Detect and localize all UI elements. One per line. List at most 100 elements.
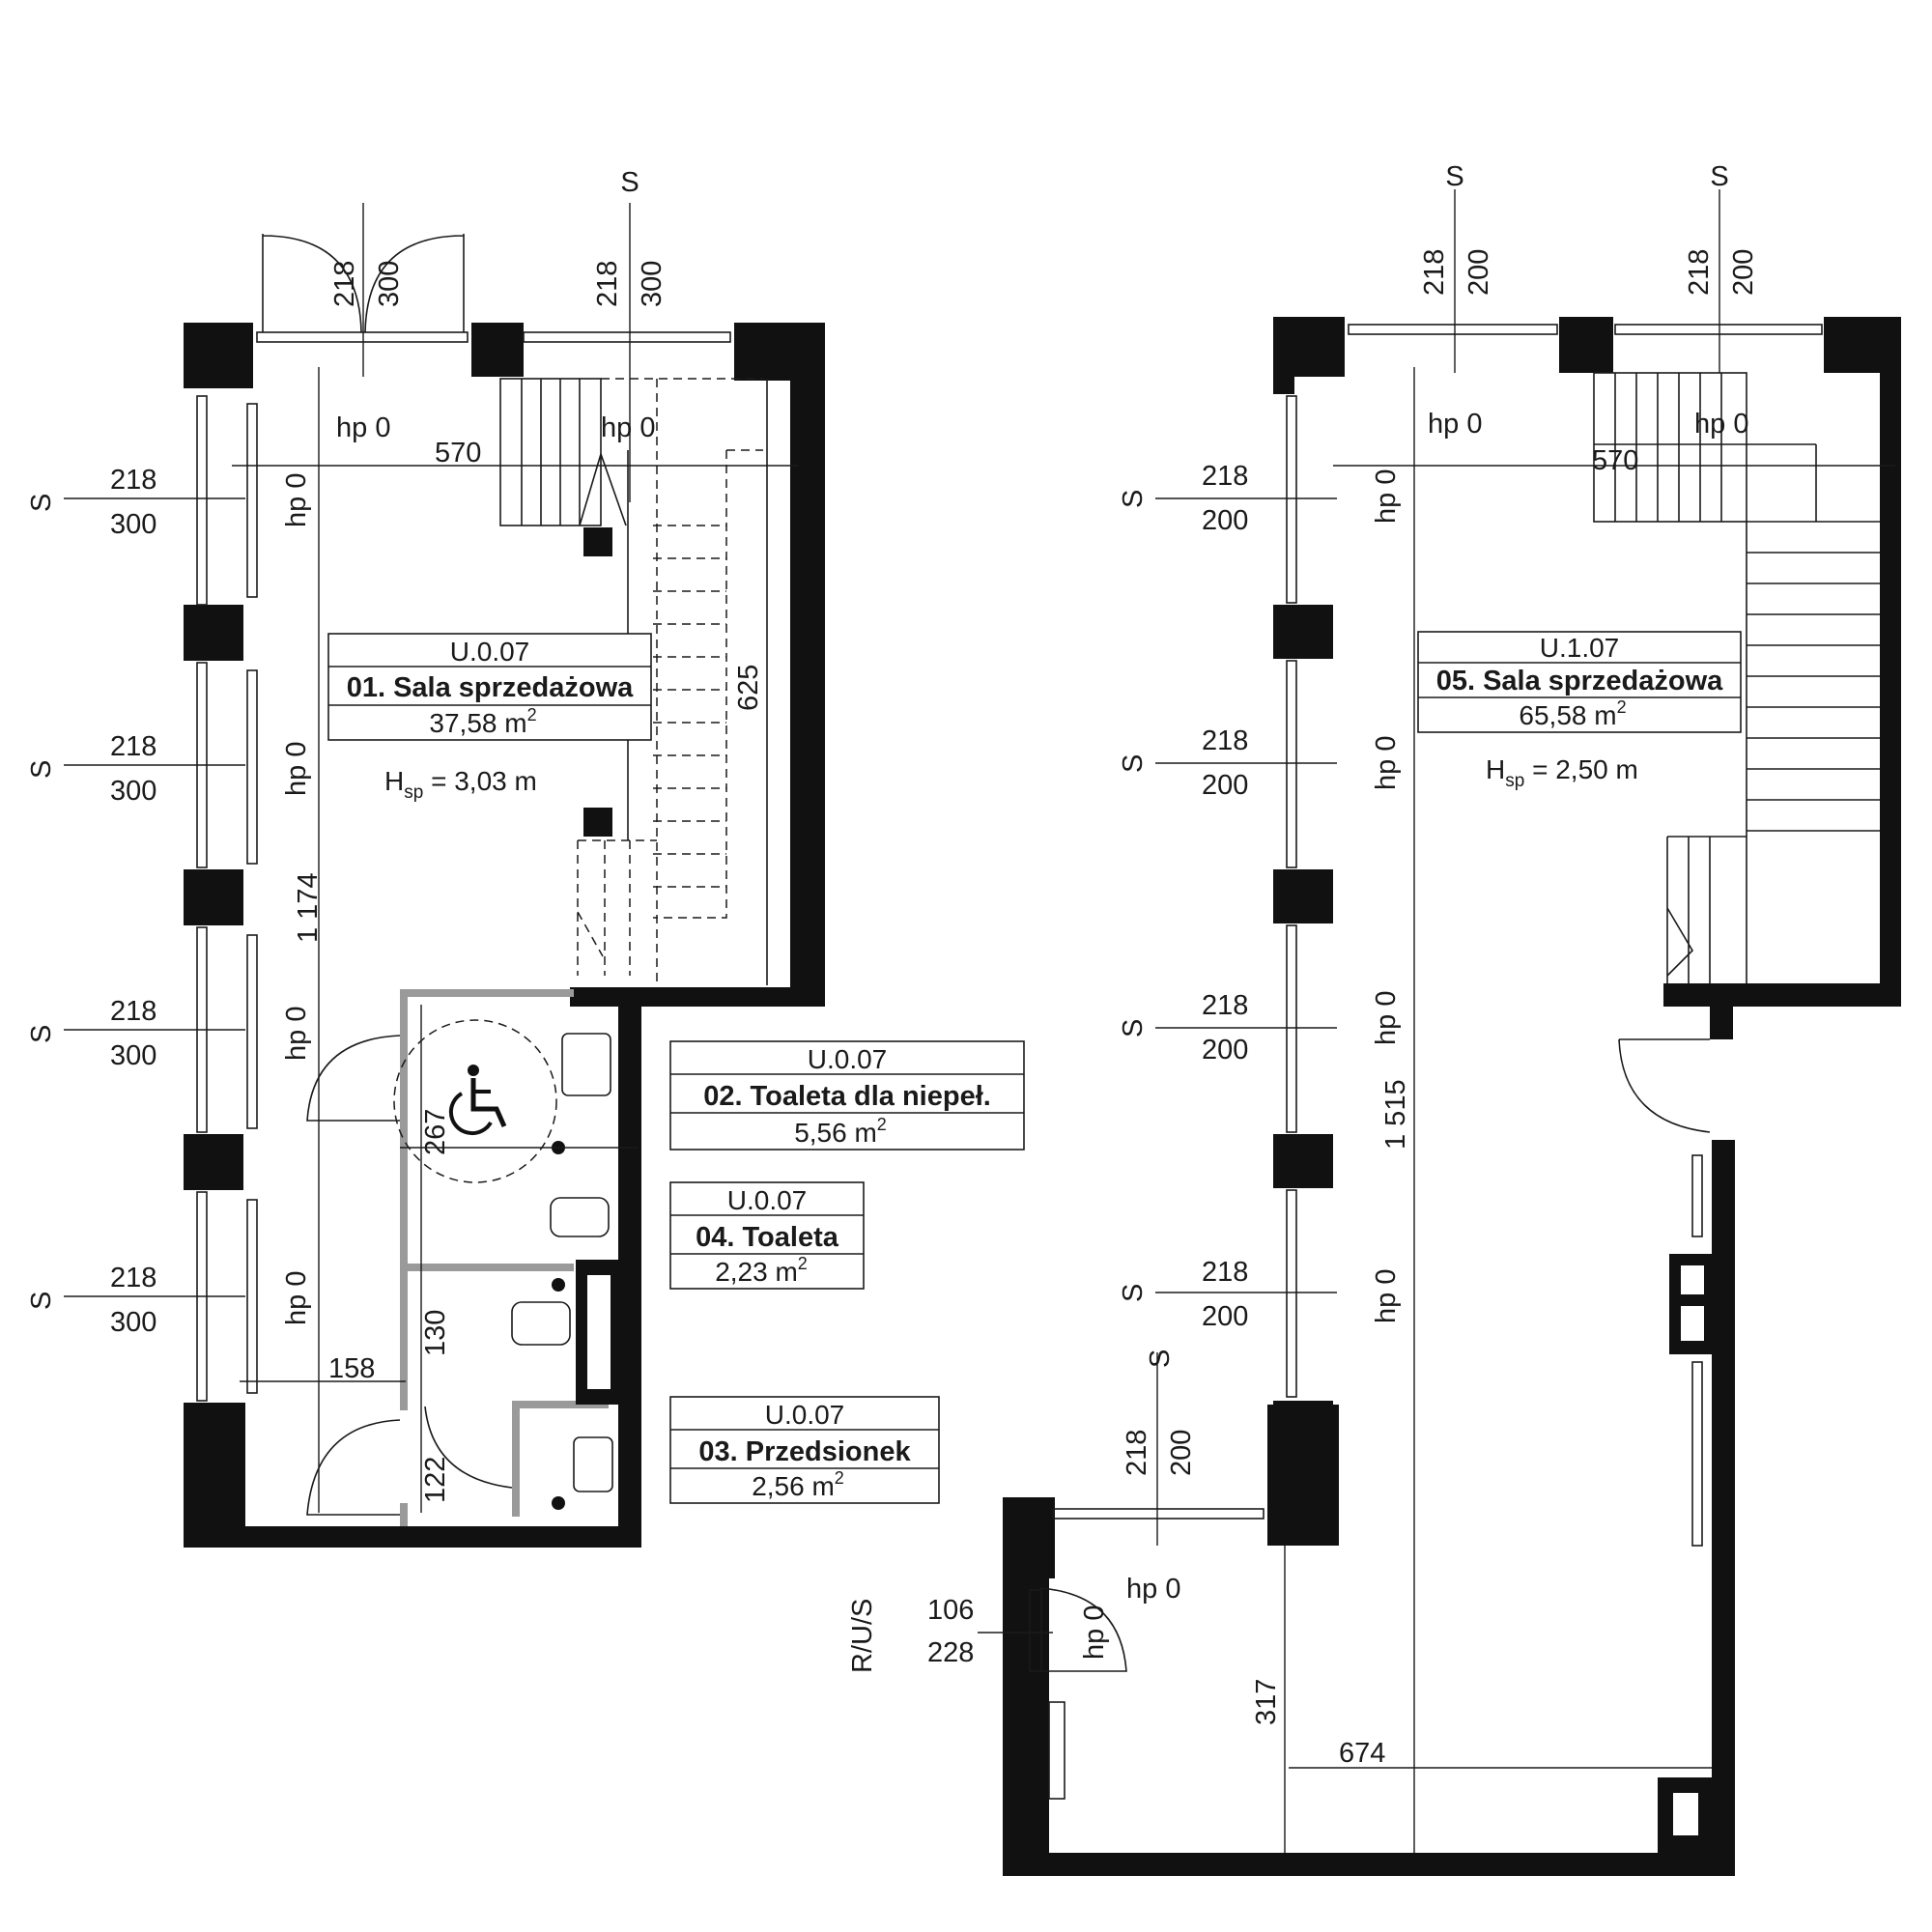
washbasin xyxy=(561,1033,611,1096)
dimension-label: 218 xyxy=(1202,725,1248,756)
window xyxy=(1048,1701,1065,1800)
room-name: 05. Sala sprzedażowa xyxy=(1436,666,1723,696)
level-label: hp 0 xyxy=(1694,409,1748,440)
partition xyxy=(400,1503,408,1526)
dimension-label: 570 xyxy=(1592,445,1638,476)
dimension-label: 130 xyxy=(420,1310,451,1356)
dimension-label: 300 xyxy=(110,509,156,540)
room-height: Hsp = 3,03 m xyxy=(384,766,537,803)
level-label: hp 0 xyxy=(281,1007,312,1061)
section-mark: S xyxy=(1118,1019,1149,1037)
wall-segment xyxy=(1273,1401,1333,1439)
wall-segment xyxy=(184,1403,245,1548)
column xyxy=(583,808,612,837)
level-label: hp 0 xyxy=(1371,469,1402,524)
door-swing xyxy=(1038,1587,1127,1672)
stair-steps xyxy=(1594,373,1880,983)
wall-segment xyxy=(471,323,524,377)
dimension-label: 218 xyxy=(592,261,623,307)
shaft-opening xyxy=(587,1275,611,1389)
ground-floor-labels: S 218 300 218 300 hp 0 hp 0 570 625 1 17… xyxy=(26,167,764,1503)
upper-floor-labels: S S 218 200 218 200 hp 0 hp 0 570 hp 0 h… xyxy=(847,161,1759,1769)
staircase xyxy=(1593,372,1747,523)
window xyxy=(196,395,208,606)
dimension-label: 218 xyxy=(329,261,360,307)
washbasin xyxy=(573,1436,613,1492)
wall-segment xyxy=(184,605,243,661)
dimension-label: 228 xyxy=(927,1637,974,1668)
partition xyxy=(512,1401,520,1517)
dimension-label: 218 xyxy=(1202,461,1248,492)
wall-segment xyxy=(790,323,825,1005)
room-label-05: U.1.07 05. Sala sprzedażowa 65,58 m2 xyxy=(1417,631,1742,733)
door-swing xyxy=(306,1419,401,1516)
level-label: hp 0 xyxy=(1126,1574,1180,1605)
dimension-label: 158 xyxy=(328,1353,375,1384)
wall-segment xyxy=(570,987,825,1007)
dimension-label: 267 xyxy=(420,1109,451,1155)
upper-stair-outline xyxy=(577,378,763,985)
door-swing xyxy=(424,1406,513,1489)
section-mark: S xyxy=(26,1025,57,1043)
turning-circle xyxy=(393,1019,557,1183)
wall-segment xyxy=(1273,605,1333,659)
entrance-door xyxy=(262,234,465,333)
dimension-label: 200 xyxy=(1202,1035,1248,1065)
window-sill xyxy=(246,1199,258,1394)
wall-segment xyxy=(184,1526,641,1548)
wall-segment xyxy=(1559,317,1613,373)
toilet xyxy=(511,1301,571,1346)
window xyxy=(1286,395,1297,604)
dimension-label: 106 xyxy=(927,1595,974,1626)
section-mark: S xyxy=(1118,1284,1149,1302)
window xyxy=(1286,1189,1297,1398)
window xyxy=(1052,1508,1264,1520)
wall-segment xyxy=(184,323,253,388)
staircase xyxy=(499,378,602,526)
dimension-label: 200 xyxy=(1728,249,1759,296)
room-area: 65,58 m2 xyxy=(1519,697,1626,730)
wall-segment xyxy=(1663,983,1901,1007)
dimension-label: 674 xyxy=(1339,1738,1385,1769)
room-label-03: U.0.07 03. Przedsionek 2,56 m2 xyxy=(669,1396,940,1504)
dimension-label: 1 174 xyxy=(293,872,324,943)
wall-segment xyxy=(618,1007,641,1548)
dimension-label: 218 xyxy=(110,465,156,496)
dimension-label: 625 xyxy=(733,665,764,711)
stair-steps xyxy=(521,379,627,526)
toilet xyxy=(550,1197,610,1237)
dimension-label: 218 xyxy=(110,996,156,1027)
room-code: U.0.07 xyxy=(765,1400,845,1430)
dimension-label: 300 xyxy=(110,1307,156,1338)
dimension-label: 218 xyxy=(1122,1430,1152,1476)
room-area: 2,56 m2 xyxy=(752,1468,844,1501)
room-area: 2,23 m2 xyxy=(715,1254,808,1287)
room-code: U.0.07 xyxy=(450,637,530,667)
dimension-label: 218 xyxy=(110,1263,156,1293)
dimension-label: 200 xyxy=(1202,505,1248,536)
room-area: 37,58 m2 xyxy=(429,705,536,738)
room-name: 04. Toaleta xyxy=(696,1222,839,1253)
room-name: 02. Toaleta dla niepeł. xyxy=(703,1081,991,1112)
window xyxy=(1286,924,1297,1133)
window xyxy=(1691,1154,1703,1237)
room-name: 01. Sala sprzedażowa xyxy=(347,672,634,703)
section-lines xyxy=(1155,497,1337,1293)
level-label: hp 0 xyxy=(281,1271,312,1325)
dimension-label: 300 xyxy=(110,776,156,807)
dimension-lines xyxy=(1284,367,1895,1853)
dimension-label: 300 xyxy=(374,261,405,307)
shaft-opening xyxy=(1681,1265,1704,1294)
room-area: 5,56 m2 xyxy=(794,1115,887,1148)
window-sill xyxy=(246,403,258,598)
level-label: hp 0 xyxy=(601,412,655,443)
dimension-label: 218 xyxy=(1684,249,1715,296)
fixture-dot xyxy=(552,1278,565,1292)
dimension-label: 200 xyxy=(1202,1301,1248,1332)
section-mark: S xyxy=(1445,161,1463,192)
wall-segment xyxy=(1880,317,1901,989)
wall-segment xyxy=(1273,1134,1333,1188)
section-mark: S xyxy=(1710,161,1728,192)
dimension-label: 122 xyxy=(420,1457,451,1503)
